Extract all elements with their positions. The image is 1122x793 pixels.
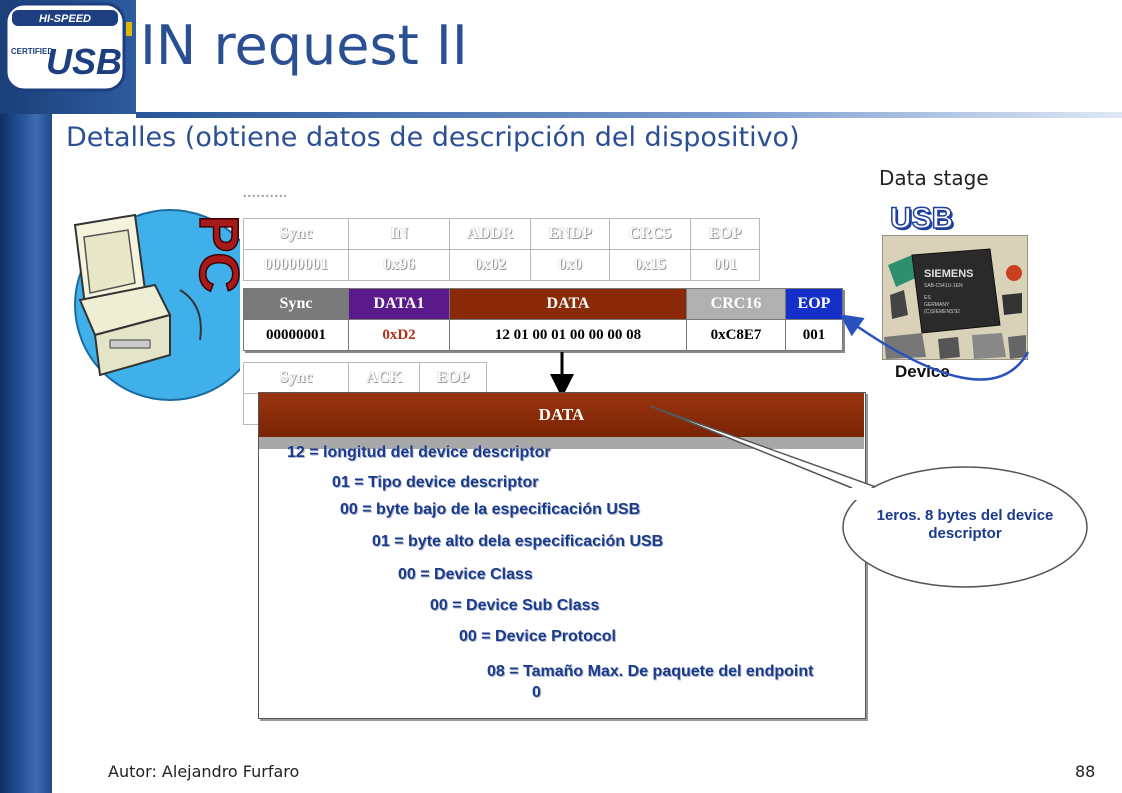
scanner-device-icon xyxy=(884,333,926,359)
callout-text: 1eros. 8 bytes del device descriptor xyxy=(876,507,1054,542)
data-value-eop: 001 xyxy=(785,319,843,351)
token-packet-table: Sync IN ADDR ENDP CRC5 EOP 00000001 0x96… xyxy=(243,218,760,281)
data-stage-label: Data stage xyxy=(879,166,989,190)
device-to-packet-arrow xyxy=(839,314,1030,381)
detail-line-class: 00 = Device Class xyxy=(398,566,533,583)
token-value-addr: 0x02 xyxy=(449,249,531,281)
detail-line-protocol: 00 = Device Protocol xyxy=(459,628,616,645)
callout-pointer xyxy=(649,405,891,493)
detail-line-spec-low: 00 = byte bajo de la especificación USB xyxy=(340,501,641,518)
token-header-crc5: CRC5 xyxy=(609,218,691,250)
chip-es-text: ES xyxy=(924,295,931,301)
logo-accent-mark xyxy=(126,22,132,36)
logo-hispeed-text: HI-SPEED xyxy=(39,13,91,25)
slide-subtitle: Detalles (obtiene datos de descripción d… xyxy=(66,122,800,153)
pc-label-text: PC xyxy=(188,215,240,293)
data-detail-separator xyxy=(259,437,864,449)
token-header-addr: ADDR xyxy=(449,218,531,250)
callout-bubble xyxy=(649,405,1088,588)
data-value-sync: 00000001 xyxy=(243,319,349,351)
data-packet-table: Sync DATA1 DATA CRC16 EOP 00000001 0xD2 … xyxy=(243,288,843,351)
header-divider xyxy=(136,112,1122,118)
footer-author: Autor: Alejandro Furfaro xyxy=(108,762,300,781)
packet-ellipsis: .......... xyxy=(243,186,288,201)
data-header-data1: DATA1 xyxy=(348,288,450,320)
token-value-endp: 0x0 xyxy=(530,249,610,281)
usb-certified-logo: HI-SPEED CERTIFIED USB xyxy=(4,2,126,92)
detail-line-spec-high: 01 = byte alto dela especificación USB xyxy=(372,533,664,550)
logo-certified-text: CERTIFIED xyxy=(11,47,53,56)
logo-usb-text: USB xyxy=(46,41,122,82)
data-detail-header: DATA xyxy=(259,393,864,437)
detail-line-maxpacket: 08 = Tamaño Max. De paquete del endpoint xyxy=(487,663,814,680)
left-sidebar-bar xyxy=(0,0,52,793)
chip-copyright-text: (C)SIEMENS'92 xyxy=(924,309,960,315)
handshake-header-sync: Sync xyxy=(243,362,349,394)
device-chip-photo: SIEMENS SAB-C541U-1EN ES GERMANY (C)SIEM… xyxy=(882,235,1028,360)
token-header-eop: EOP xyxy=(690,218,760,250)
detail-line-subclass: 00 = Device Sub Class xyxy=(430,597,600,614)
detail-line-type: 01 = Tipo device descriptor xyxy=(332,474,539,491)
usb-label: USB xyxy=(889,201,954,236)
data-header-crc16: CRC16 xyxy=(686,288,786,320)
camera-device-icon xyxy=(938,337,960,359)
detail-line-length: 12 = longitud del device descriptor xyxy=(287,444,551,461)
data-header-eop: EOP xyxy=(785,288,843,320)
siemens-chip-icon xyxy=(911,248,1001,334)
slide-title: IN request II xyxy=(140,14,468,77)
token-header-in: IN xyxy=(348,218,450,250)
data-header-sync: Sync xyxy=(243,288,349,320)
footer-page-number: 88 xyxy=(1075,762,1096,781)
callout-ellipse xyxy=(842,466,1088,588)
data-value-data: 12 01 00 01 00 00 00 08 xyxy=(449,319,687,351)
token-header-endp: ENDP xyxy=(530,218,610,250)
handshake-header-eop: EOP xyxy=(419,362,487,394)
token-value-in: 0x96 xyxy=(348,249,450,281)
token-value-crc5: 0x15 xyxy=(609,249,691,281)
data-value-data1: 0xD2 xyxy=(348,319,450,351)
phone-device-icon xyxy=(972,333,1006,359)
chip-model-text: SAB-C541U-1EN xyxy=(924,283,963,289)
chip-brand-text: SIEMENS xyxy=(924,268,974,280)
pc-illustration: PC xyxy=(73,209,240,401)
detail-line-maxpacket-cont: 0 xyxy=(532,684,541,701)
device-label: Device xyxy=(895,362,950,381)
token-value-eop: 001 xyxy=(690,249,760,281)
data-value-crc16: 0xC8E7 xyxy=(686,319,786,351)
chip-country-text: GERMANY xyxy=(924,302,950,308)
